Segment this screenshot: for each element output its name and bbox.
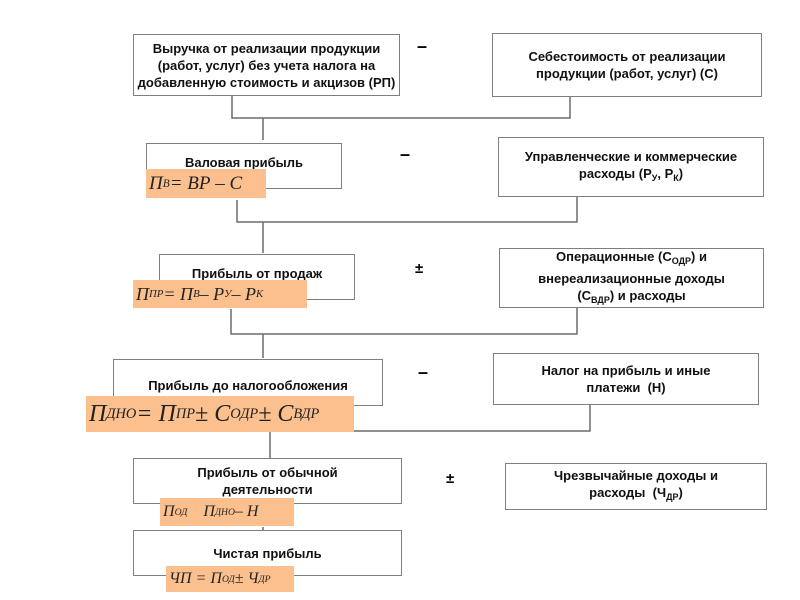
formula-subscript: В (162, 177, 170, 190)
formula-part: = П (136, 400, 176, 427)
formula-sub: ВДР (293, 405, 320, 422)
formula-part: – Н (234, 503, 259, 520)
formula-sub: ОД (221, 573, 235, 585)
formula-part: ± С (258, 400, 294, 427)
cost-line-1: Себестоимость от реализации (528, 49, 726, 64)
connector-revenue-cost (231, 96, 571, 119)
formula-sub: ПР (175, 405, 196, 422)
formula-sub: У (224, 288, 232, 300)
text: (С (577, 287, 592, 303)
formula-part: ± Ч (234, 570, 259, 587)
connector-pretax-tax (353, 405, 591, 432)
revenue-box: Выручка от реализации продукции (работ, … (133, 34, 400, 96)
tax-line-2: платежи (Н) (586, 380, 666, 395)
tax-line-1: Налог на прибыль и иные (541, 363, 711, 378)
text: ) (678, 165, 684, 181)
formula-part: ЧП = П (169, 570, 222, 587)
formula-symbol: П (149, 172, 163, 194)
gross-profit-label: Валовая прибыль (184, 155, 304, 170)
revenue-line-1: Выручка от реализации продукции (152, 40, 381, 56)
operator-minus: – (400, 144, 411, 164)
formula-part: = П (163, 283, 194, 304)
extraordinary-line-2: расходы (ЧДР) (554, 484, 718, 506)
operator-plus-minus: ± (415, 260, 424, 277)
text: , Р (657, 165, 674, 181)
revenue-line-3: добавленную стоимость и акцизов (РП) (137, 74, 396, 90)
subscript: У (651, 172, 658, 183)
extraordinary-box: Чрезвычайные доходы и расходы (ЧДР) (505, 463, 767, 510)
formula-sub: ДНО (214, 506, 235, 518)
formula-part: П (187, 503, 215, 520)
other-line-2: внереализационные доходы (538, 270, 725, 286)
text: расходы (Р (578, 165, 652, 181)
formula-part: – Р (231, 283, 256, 304)
text: ) и расходы (609, 287, 686, 303)
sales-profit-label: Прибыль от продаж (191, 266, 323, 281)
text: ) (678, 485, 683, 500)
operator-plus-minus: ± (446, 470, 455, 487)
mgmt-expenses-box: Управленческие и коммерческие расходы (Р… (498, 137, 764, 197)
text: Операционные (С (556, 248, 672, 264)
connector-sales-other (230, 307, 578, 335)
other-income-box: Операционные (СОДР) и внереализационные … (499, 248, 764, 308)
subscript: ДР (666, 492, 679, 502)
formula-sub: ДР (258, 573, 271, 585)
formula-sub: К (255, 288, 264, 300)
ordinary-line-1: Прибыль от обычной (197, 465, 338, 480)
cost-box: Себестоимость от реализации продукции (р… (492, 33, 762, 97)
net-profit-label: Чистая прибыль (213, 546, 322, 561)
pretax-profit-label: Прибыль до налогообложения (148, 378, 348, 393)
formula-sub: В (193, 288, 200, 300)
formula-part: П (163, 503, 175, 520)
ordinary-profit-box: Прибыль от обычной деятельности (133, 458, 402, 504)
text: расходы (Ч (589, 485, 667, 500)
revenue-line-2: (работ, услуг) без учета налога на (157, 57, 376, 73)
extraordinary-line-1: Чрезвычайные доходы и (554, 468, 718, 483)
mgmt-line-2: расходы (РУ, РК) (525, 165, 737, 187)
formula-sub: ПР (149, 288, 164, 300)
formula-sub: ДНО (106, 405, 137, 422)
ordinary-line-2: деятельности (222, 482, 313, 497)
connector-gross-mgmt (236, 197, 578, 223)
tax-box: Налог на прибыль и иные платежи (Н) (493, 353, 759, 405)
mgmt-line-1: Управленческие и коммерческие (524, 148, 738, 164)
cost-line-2: продукции (работ, услуг) (С) (536, 66, 718, 81)
formula-part: П (136, 283, 149, 304)
subscript: ОДР (671, 255, 691, 266)
formula-part: – Р (199, 283, 225, 304)
other-line-1: Операционные (СОДР) и (538, 248, 725, 270)
operator-minus: – (417, 36, 428, 56)
subscript: К (673, 172, 679, 183)
formula-rest: = ВР – С (169, 172, 243, 194)
formula-sub: ОДР (230, 405, 259, 422)
subscript: ВДР (591, 294, 610, 305)
other-line-3: (СВДР) и расходы (538, 287, 725, 309)
formula-part: П (89, 400, 107, 427)
operator-minus: – (418, 362, 429, 382)
formula-sub: ОД (174, 506, 188, 518)
formula-part: ± С (195, 400, 231, 427)
text: ) и (691, 248, 707, 264)
